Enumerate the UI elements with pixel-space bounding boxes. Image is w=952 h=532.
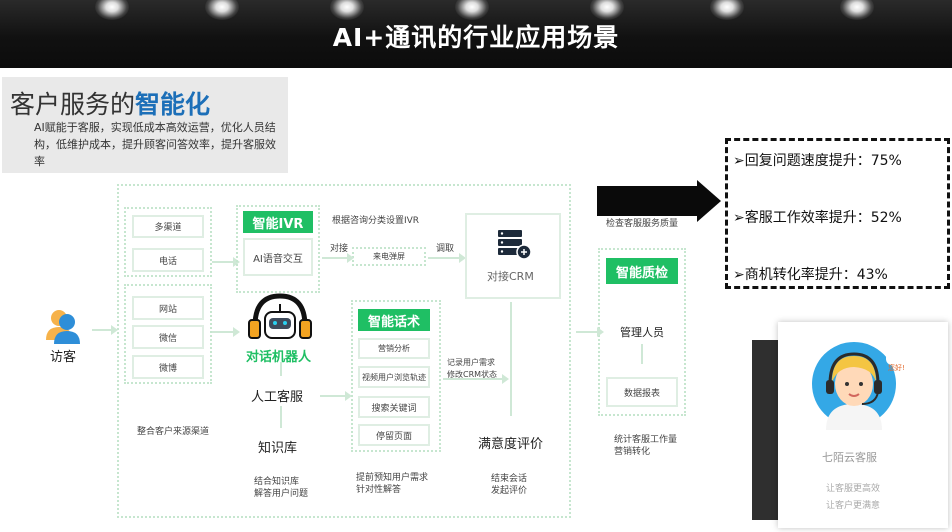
spotlight — [455, 0, 489, 20]
arrow — [280, 362, 282, 376]
manager-label: 管理人员 — [620, 326, 664, 339]
script-item: 视频用户浏览轨迹 — [358, 366, 430, 388]
channel-phone: 电话 — [132, 248, 204, 272]
card-line1: 让客服更高效 — [826, 484, 881, 494]
intro-panel — [2, 77, 288, 173]
arrow — [212, 327, 240, 337]
script-item: 停留页面 — [358, 424, 430, 446]
spotlight — [205, 0, 239, 20]
ivr-fetch: 调取 — [436, 244, 455, 254]
database-icon — [498, 230, 532, 260]
arrow — [280, 406, 282, 428]
popup-label: 来电弹屏 — [373, 252, 405, 261]
agent-avatar-icon — [812, 342, 908, 430]
spotlight — [330, 0, 364, 20]
result-item: ➢客服工作效率提升：52% — [733, 210, 902, 226]
arrow — [428, 253, 466, 263]
arrow — [212, 257, 240, 267]
crm-note: 记录用户需求 修改CRM状态 — [447, 358, 498, 379]
spotlight — [840, 0, 874, 20]
channel-multi: 多渠道 — [132, 215, 204, 238]
page-title: AI+通讯的行业应用场景 — [332, 23, 620, 52]
card-name: 七陌云客服 — [822, 451, 877, 464]
crm-box — [465, 213, 561, 299]
channel-group-online — [124, 284, 212, 384]
satisfaction-label: 满意度评价 — [478, 437, 544, 452]
report-box: 数据报表 — [606, 377, 678, 407]
ivr-voice-box: AI语音交互 — [243, 238, 313, 276]
big-arrow-head — [697, 180, 721, 222]
channel-website: 网站 — [132, 296, 204, 320]
header-banner — [0, 0, 952, 68]
script-group — [351, 300, 441, 452]
arrow — [641, 344, 643, 364]
script-item: 营销分析 — [358, 338, 430, 359]
quality-label: 智能质检 — [606, 258, 678, 284]
intro-description: AI赋能于客服，实现低成本高效运营，优化人员结构，低维护成本，提升顾客问答效率，… — [34, 121, 276, 168]
intro-title-prefix: 客户服务的 — [10, 90, 136, 119]
result-item: ➢回复问题速度提升：75% — [733, 153, 902, 169]
intro-title-highlight: 智能化 — [135, 90, 211, 119]
quality-caption: 统计客服工作量 营销转化 — [614, 435, 678, 457]
intro-title: 客户服务的智能化 — [10, 85, 210, 121]
arrow — [443, 374, 509, 384]
spotlight — [590, 0, 624, 20]
spotlight — [710, 0, 744, 20]
arrow — [320, 391, 352, 401]
robot-label: 对话机器人 — [246, 350, 312, 365]
result-item: ➢商机转化率提升：43% — [733, 267, 888, 283]
script-caption: 提前预知用户需求 针对性解答 — [356, 473, 429, 495]
robot-icon — [248, 293, 312, 339]
visitor-icon — [46, 310, 80, 344]
channel-wechat: 微信 — [132, 325, 204, 349]
script-label: 智能话术 — [358, 309, 430, 331]
channel-group-voice — [124, 207, 212, 277]
visitor-label: 访客 — [50, 350, 77, 365]
channels-caption: 整合客户来源渠道 — [137, 427, 210, 437]
greeting-bubble: 您好! — [888, 364, 905, 372]
agent-label: 人工客服 — [251, 390, 304, 405]
arrow — [510, 302, 512, 416]
ivr-note: 根据咨询分类设置IVR — [332, 216, 420, 226]
arrow — [576, 327, 604, 337]
satisfaction-caption: 结束会话 发起评价 — [491, 474, 528, 496]
kb-label: 知识库 — [258, 441, 298, 456]
script-item: 搜索关键词 — [358, 396, 430, 418]
kb-caption: 结合知识库 解答用户问题 — [254, 477, 309, 499]
big-arrow — [597, 186, 697, 216]
arrow — [322, 253, 354, 263]
ivr-label: 智能IVR — [243, 211, 313, 233]
ivr-group — [236, 205, 320, 293]
arrow — [92, 325, 118, 335]
flow-container — [117, 184, 571, 518]
card-line2: 让客户更满意 — [826, 501, 881, 511]
quality-check: 检查客服服务质量 — [606, 219, 679, 229]
spotlight — [95, 0, 129, 20]
ivr-connect: 对接 — [330, 244, 349, 254]
channel-weibo: 微博 — [132, 355, 204, 379]
results-box — [725, 138, 950, 289]
crm-label: 对接CRM — [487, 270, 534, 283]
